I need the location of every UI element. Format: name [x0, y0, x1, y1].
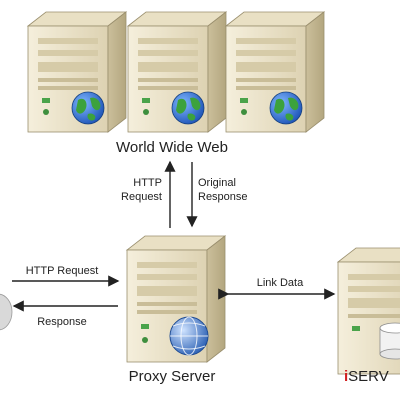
label-response-left: Response: [37, 316, 87, 328]
www-server-3: [224, 11, 326, 133]
database-icon: [379, 322, 400, 360]
label-http-request-up-2: Request: [121, 191, 162, 203]
label-http-request-up-1: HTTP: [133, 177, 162, 189]
iserver-label-rest: SERV: [348, 368, 389, 385]
iserver-label-prefix: i: [344, 368, 348, 385]
iserver: [336, 247, 400, 375]
proxy-globe-icon: [169, 316, 209, 356]
proxy-label: Proxy Server: [129, 368, 216, 385]
proxy-server: [125, 235, 227, 363]
www-label: World Wide Web: [116, 139, 228, 156]
www-server-2: [126, 11, 228, 133]
iserver-label: iSERV: [344, 368, 389, 385]
label-http-request-left: HTTP Request: [26, 265, 99, 277]
label-original-response-2: Response: [198, 191, 248, 203]
server-icon: [224, 11, 326, 133]
globe-icon: [171, 91, 205, 125]
client-icon: [0, 293, 13, 331]
www-server-1: [26, 11, 128, 133]
label-original-response-1: Original: [198, 177, 236, 189]
globe-icon: [269, 91, 303, 125]
label-link-data: Link Data: [257, 277, 304, 289]
globe-icon: [71, 91, 105, 125]
